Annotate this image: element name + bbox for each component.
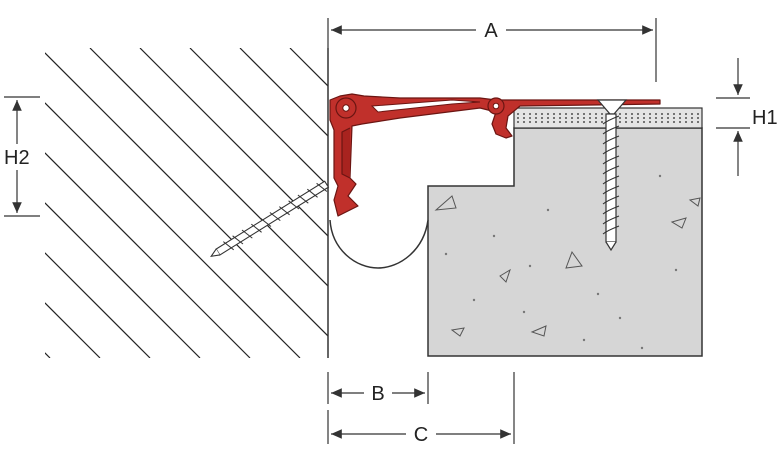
dimension-b bbox=[327, 372, 429, 404]
screw-thread bbox=[288, 200, 300, 210]
dimension-h1-label: H1 bbox=[752, 107, 778, 129]
screw-thread bbox=[602, 155, 620, 165]
vertical-anchor-screw bbox=[596, 99, 628, 252]
concrete-block bbox=[427, 127, 703, 357]
vertical-screw-threads bbox=[602, 115, 620, 235]
hatch-line bbox=[45, 48, 101, 358]
hatch-line bbox=[45, 48, 51, 358]
screw-thread bbox=[278, 206, 290, 216]
screw-thread bbox=[250, 223, 262, 233]
screw-thread bbox=[602, 175, 620, 185]
angled-screw-threads bbox=[222, 182, 328, 251]
dimension-a bbox=[327, 18, 657, 82]
dimension-a-label: A bbox=[484, 20, 498, 42]
screw-thread bbox=[602, 115, 620, 125]
screw-thread bbox=[222, 241, 235, 251]
screw-thread bbox=[602, 195, 620, 205]
screw-thread bbox=[602, 165, 620, 175]
dimension-c-label: C bbox=[414, 424, 428, 446]
hatch-line bbox=[45, 48, 301, 358]
screw-thread bbox=[602, 225, 620, 235]
screw-thread bbox=[316, 182, 328, 192]
hatch-line bbox=[89, 48, 328, 358]
angled-anchor-screw bbox=[210, 180, 330, 257]
screw-thread bbox=[269, 212, 281, 221]
hatch-line bbox=[189, 48, 328, 358]
screw-thread bbox=[260, 217, 272, 227]
hatch-line bbox=[45, 48, 251, 358]
screw-thread bbox=[602, 135, 620, 145]
screw-thread bbox=[232, 235, 244, 245]
concrete-specks bbox=[444, 174, 678, 350]
dimension-c bbox=[327, 372, 515, 444]
dimension-h1 bbox=[716, 58, 750, 176]
dimension-b-label: B bbox=[371, 383, 384, 405]
screw-thread bbox=[602, 215, 620, 225]
screw-thread bbox=[602, 125, 620, 135]
hatch-line bbox=[45, 48, 151, 358]
hatch-line bbox=[239, 48, 328, 358]
red-profile bbox=[329, 93, 661, 217]
screw-thread bbox=[602, 205, 620, 215]
concrete-aggregate bbox=[434, 195, 701, 337]
screw-thread bbox=[602, 145, 620, 155]
screw-thread bbox=[297, 194, 309, 204]
hatch-line bbox=[45, 48, 328, 358]
flexible-seal-bulb bbox=[329, 219, 429, 269]
screw-thread bbox=[602, 185, 620, 195]
hatch-line bbox=[45, 48, 201, 358]
dimension-h2 bbox=[4, 96, 40, 217]
screw-thread bbox=[241, 229, 253, 239]
dimension-h2-label: H2 bbox=[4, 147, 30, 169]
profile-slot-details bbox=[342, 99, 500, 113]
screw-thread bbox=[306, 188, 318, 198]
